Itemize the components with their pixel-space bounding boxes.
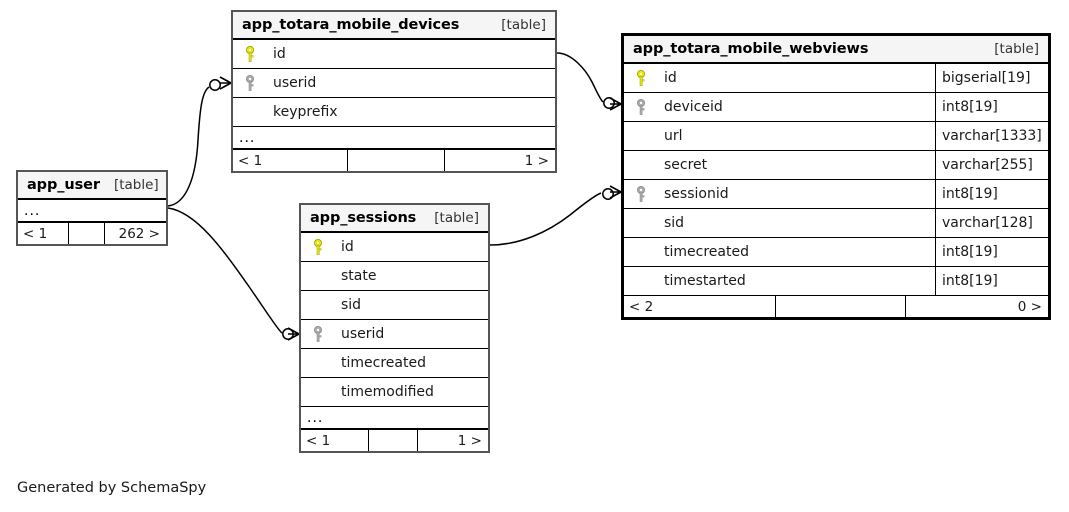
table-app_sessions[interactable]: app_sessions [table] id state sid — [299, 203, 490, 453]
column-name: sid — [341, 297, 362, 313]
edge-app_sessions-to-app_totara_mobile_webviews — [489, 185, 622, 246]
column-type: varchar[128] — [935, 209, 1048, 237]
column-row-timecreated[interactable]: timecreated int8[19] — [624, 238, 1048, 267]
column-row-sessionid[interactable]: sessionid int8[19] — [624, 180, 1048, 209]
column-name: timecreated — [341, 355, 426, 371]
column-name: id — [664, 70, 677, 86]
primary-key-icon — [233, 45, 263, 63]
footer-middle — [368, 430, 418, 451]
column-type: varchar[255] — [935, 151, 1048, 179]
table-footer: < 1 1 > — [301, 430, 488, 451]
table-title: app_user — [27, 177, 100, 193]
column-row-deviceid[interactable]: deviceid int8[19] — [624, 93, 1048, 122]
table-app_totara_mobile_devices[interactable]: app_totara_mobile_devices [table] id — [231, 10, 557, 173]
edge-app_totara_mobile_devices-to-app_totara_mobile_webviews — [556, 52, 622, 111]
foreign-key-icon — [301, 325, 331, 343]
footer-middle — [347, 150, 445, 171]
column-name: userid — [341, 326, 385, 342]
column-row-state[interactable]: state — [301, 262, 488, 291]
table-footer: < 2 0 > — [624, 296, 1048, 317]
column-row-secret[interactable]: secret varchar[255] — [624, 151, 1048, 180]
primary-key-icon — [301, 238, 331, 256]
more-columns-indicator: ... — [18, 200, 166, 223]
foreign-key-icon — [233, 74, 263, 92]
column-name: timemodified — [341, 384, 434, 400]
column-name: url — [664, 128, 683, 144]
column-row-timecreated[interactable]: timecreated — [301, 349, 488, 378]
column-name: userid — [273, 75, 317, 91]
footer-incoming-count: < 1 — [306, 432, 331, 449]
table-header: app_totara_mobile_devices [table] — [233, 12, 555, 40]
table-title: app_totara_mobile_devices — [242, 17, 460, 33]
table-title: app_sessions — [310, 210, 417, 226]
column-row-id[interactable]: id — [233, 40, 555, 69]
foreign-key-icon — [624, 98, 654, 116]
column-row-timemodified[interactable]: timemodified — [301, 378, 488, 407]
column-name: sid — [664, 215, 685, 231]
footer-incoming-count: < 1 — [238, 152, 263, 169]
footer-incoming-count: < 2 — [629, 298, 654, 315]
footer-outgoing-count: 262 > — [118, 225, 160, 242]
table-type-tag: [table] — [434, 210, 479, 226]
edge-app_user-to-app_totara_mobile_devices — [167, 76, 232, 207]
table-type-tag: [table] — [501, 17, 546, 33]
footer-outgoing-count: 0 > — [1017, 298, 1042, 315]
footer-middle — [68, 223, 105, 244]
column-type: varchar[1333] — [935, 122, 1048, 150]
table-title: app_totara_mobile_webviews — [633, 41, 869, 57]
column-row-sid[interactable]: sid — [301, 291, 488, 320]
table-footer: < 1 1 > — [233, 150, 555, 171]
column-name: sessionid — [664, 186, 729, 202]
diagram-caption: Generated by SchemaSpy — [17, 480, 207, 496]
column-row-id[interactable]: id bigserial[19] — [624, 64, 1048, 93]
column-name: timestarted — [664, 273, 746, 289]
column-type: int8[19] — [935, 180, 1048, 208]
column-name: timecreated — [664, 244, 749, 260]
footer-middle — [775, 296, 906, 317]
more-columns-indicator: ... — [233, 127, 555, 150]
table-type-tag: [table] — [113, 177, 159, 193]
column-type: bigserial[19] — [935, 64, 1048, 92]
more-columns-indicator: ... — [301, 407, 488, 430]
table-header: app_user [table] — [18, 172, 166, 200]
column-type: int8[19] — [935, 267, 1048, 295]
column-row-sid[interactable]: sid varchar[128] — [624, 209, 1048, 238]
column-row-timestarted[interactable]: timestarted int8[19] — [624, 267, 1048, 296]
column-type: int8[19] — [935, 93, 1048, 121]
column-name: keyprefix — [273, 104, 338, 120]
column-name: secret — [664, 157, 708, 173]
table-footer: < 1 262 > — [18, 223, 166, 244]
column-row-userid[interactable]: userid — [301, 320, 488, 349]
column-type: int8[19] — [935, 238, 1048, 266]
table-app_totara_mobile_webviews[interactable]: app_totara_mobile_webviews [table] id bi… — [621, 33, 1051, 320]
foreign-key-icon — [624, 185, 654, 203]
table-type-tag: [table] — [994, 41, 1039, 57]
column-row-userid[interactable]: userid — [233, 69, 555, 98]
table-header: app_totara_mobile_webviews [table] — [624, 36, 1048, 64]
column-row-url[interactable]: url varchar[1333] — [624, 122, 1048, 151]
column-name: id — [273, 46, 286, 62]
footer-outgoing-count: 1 > — [524, 152, 549, 169]
column-name: state — [341, 268, 377, 284]
table-header: app_sessions [table] — [301, 205, 488, 233]
edge-app_user-to-app_sessions — [167, 207, 300, 341]
column-row-keyprefix[interactable]: keyprefix — [233, 98, 555, 127]
primary-key-icon — [624, 69, 654, 87]
column-row-id[interactable]: id — [301, 233, 488, 262]
column-name: deviceid — [664, 99, 723, 115]
column-name: id — [341, 239, 354, 255]
table-app_user[interactable]: app_user [table] ... < 1 262 > — [16, 170, 168, 246]
footer-outgoing-count: 1 > — [457, 432, 482, 449]
footer-incoming-count: < 1 — [23, 225, 48, 242]
